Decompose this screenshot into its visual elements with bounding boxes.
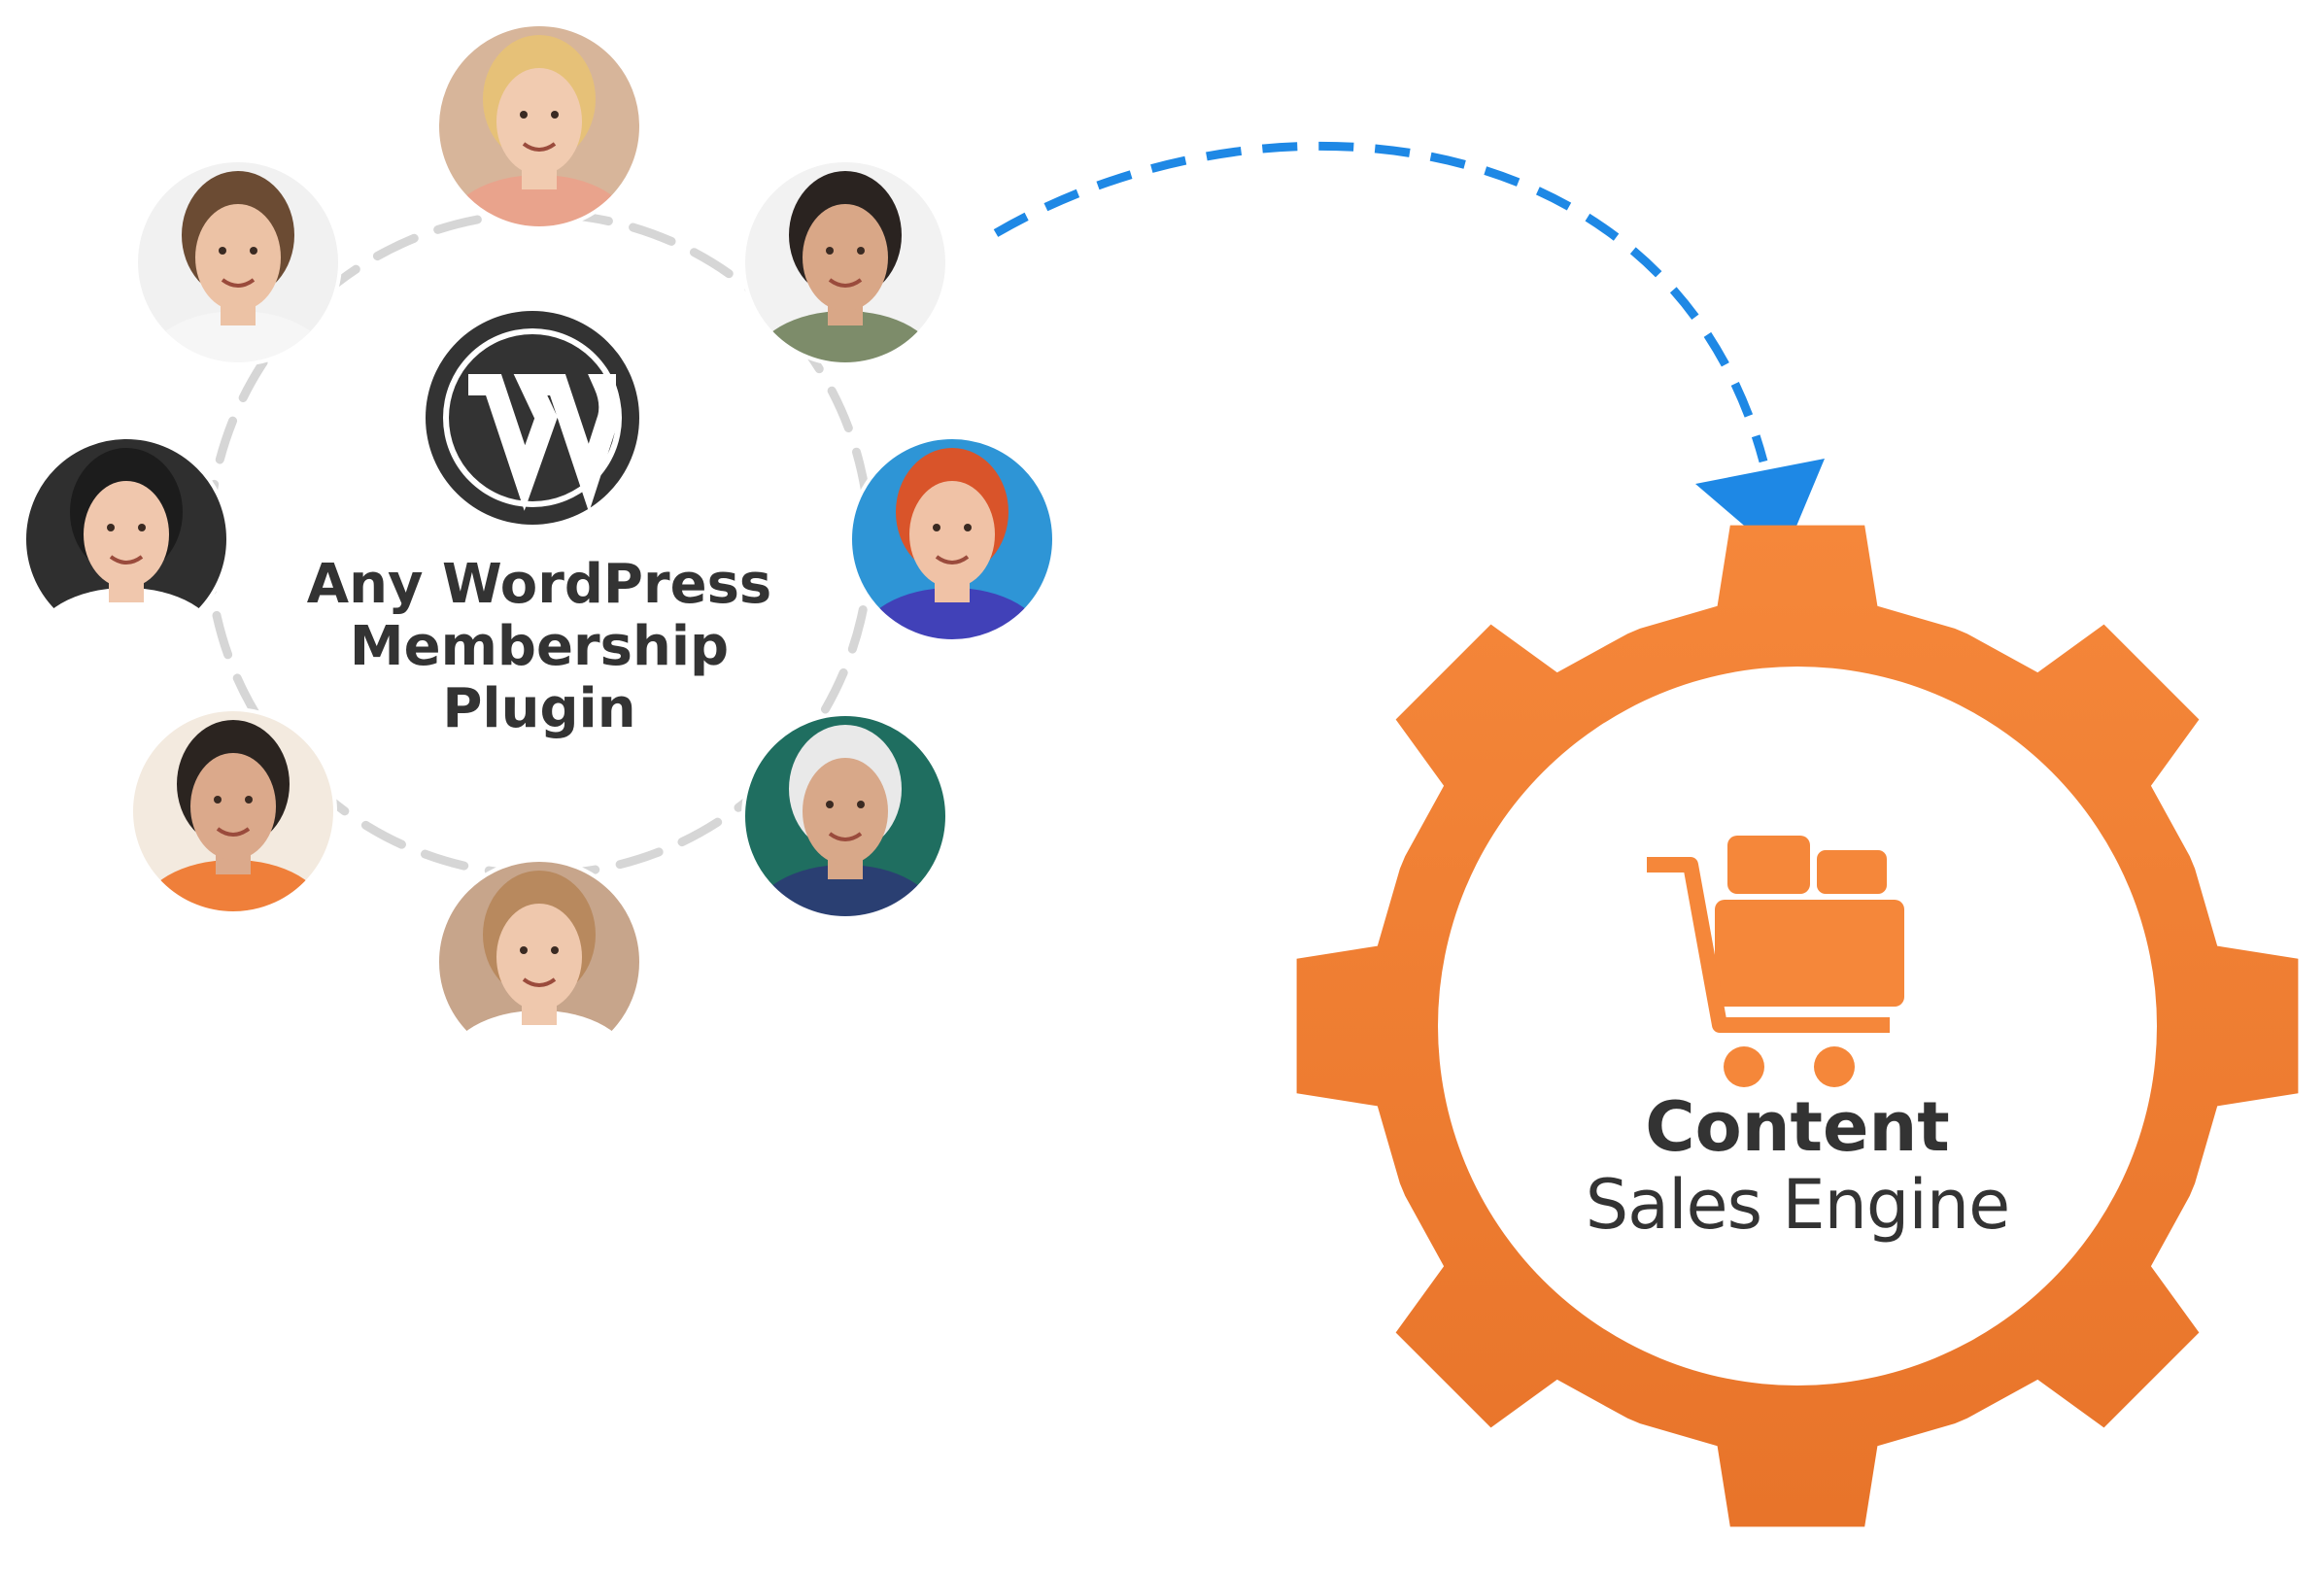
avatar-old-man-hat [741,712,949,920]
member-avatars [22,22,1056,1066]
content-sales-engine-label: Content Sales Engine [1525,1088,2069,1244]
wordpress-logo-icon [426,311,639,525]
label-line-2: Membership [349,615,730,678]
avatar-woman-red-hair [848,435,1056,643]
avatar-man-smiling-orange [129,707,337,915]
avatar-woman-short-hair-glasses [22,435,230,643]
label-line-3: Plugin [442,677,636,740]
engine-title-line-2: Sales Engine [1585,1165,2010,1245]
label-line-1: Any WordPress [306,553,772,616]
wordpress-plugin-label: Any WordPress Membership Plugin [262,554,816,740]
engine-title-line-1: Content [1645,1087,1950,1167]
avatar-woman-blonde [435,22,643,230]
shopping-cart-icon [1647,836,1904,1087]
avatar-young-man [134,158,342,366]
dashed-arrow [993,141,1768,463]
avatar-woman-long-hair [435,858,643,1066]
avatar-man-glasses-beard [741,158,949,366]
